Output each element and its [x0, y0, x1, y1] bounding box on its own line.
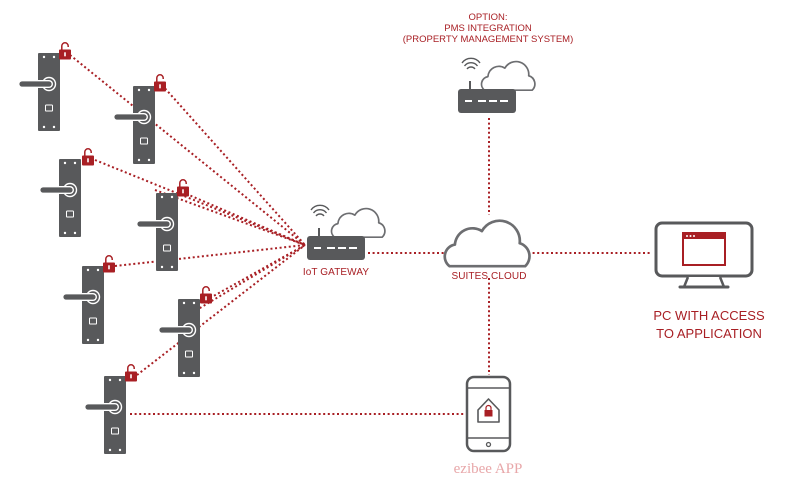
link-lock-4b-gateway: [154, 189, 306, 246]
link-lock-1-gateway: [69, 54, 306, 246]
padlock-icon: [81, 148, 95, 167]
smartphone-icon: [465, 375, 512, 453]
padlock-icon: [58, 42, 72, 61]
pms-option-line1: OPTION:: [468, 12, 508, 23]
pc-label-line1: PC WITH ACCESS: [653, 308, 765, 323]
padlock-icon: [124, 364, 138, 383]
pms-option-line3: (PROPERTY MANAGEMENT SYSTEM): [402, 34, 574, 45]
wifi-icon: [461, 57, 481, 70]
pms-cloud-icon: [480, 60, 536, 92]
link-lock-4-gateway: [181, 191, 306, 246]
link-lock-6b-gateway: [179, 244, 306, 321]
door-handle-icon: [117, 86, 155, 164]
link-lock-3-gateway: [94, 159, 306, 246]
padlock-icon: [176, 179, 190, 198]
pms-option-line2: PMS INTEGRATION: [444, 23, 532, 34]
home-lock-icon: [477, 398, 500, 423]
connection-lines: [69, 54, 652, 415]
door-handle-icon: [66, 266, 104, 344]
padlock-icon: [102, 255, 116, 274]
door-handle-icon: [140, 193, 178, 271]
link-lock-7-gateway: [136, 244, 306, 376]
app-label: ezibee APP: [453, 461, 523, 477]
cloud-icon: [443, 219, 531, 268]
door-handle-icon: [22, 53, 60, 131]
padlock-icon: [153, 74, 167, 93]
cloud-label: SUITES CLOUD: [451, 271, 527, 282]
wifi-icon: [310, 204, 330, 217]
door-handle-icon: [43, 159, 81, 237]
padlock-icon: [199, 286, 213, 305]
gateway-label: IoT GATEWAY: [302, 267, 370, 278]
door-handle-icon: [162, 299, 200, 377]
browser-window-icon: [682, 232, 726, 266]
door-handle-icon: [88, 376, 126, 454]
pc-label: PC WITH ACCESS TO APPLICATION: [653, 307, 764, 343]
pc-label-line2: TO APPLICATION: [656, 326, 762, 341]
pms-option-label: OPTION: PMS INTEGRATION (PROPERTY MANAGE…: [403, 12, 574, 45]
link-lock-2-gateway: [161, 84, 306, 246]
gateway-cloud-icon: [330, 207, 386, 239]
monitor-icon: [654, 221, 754, 289]
